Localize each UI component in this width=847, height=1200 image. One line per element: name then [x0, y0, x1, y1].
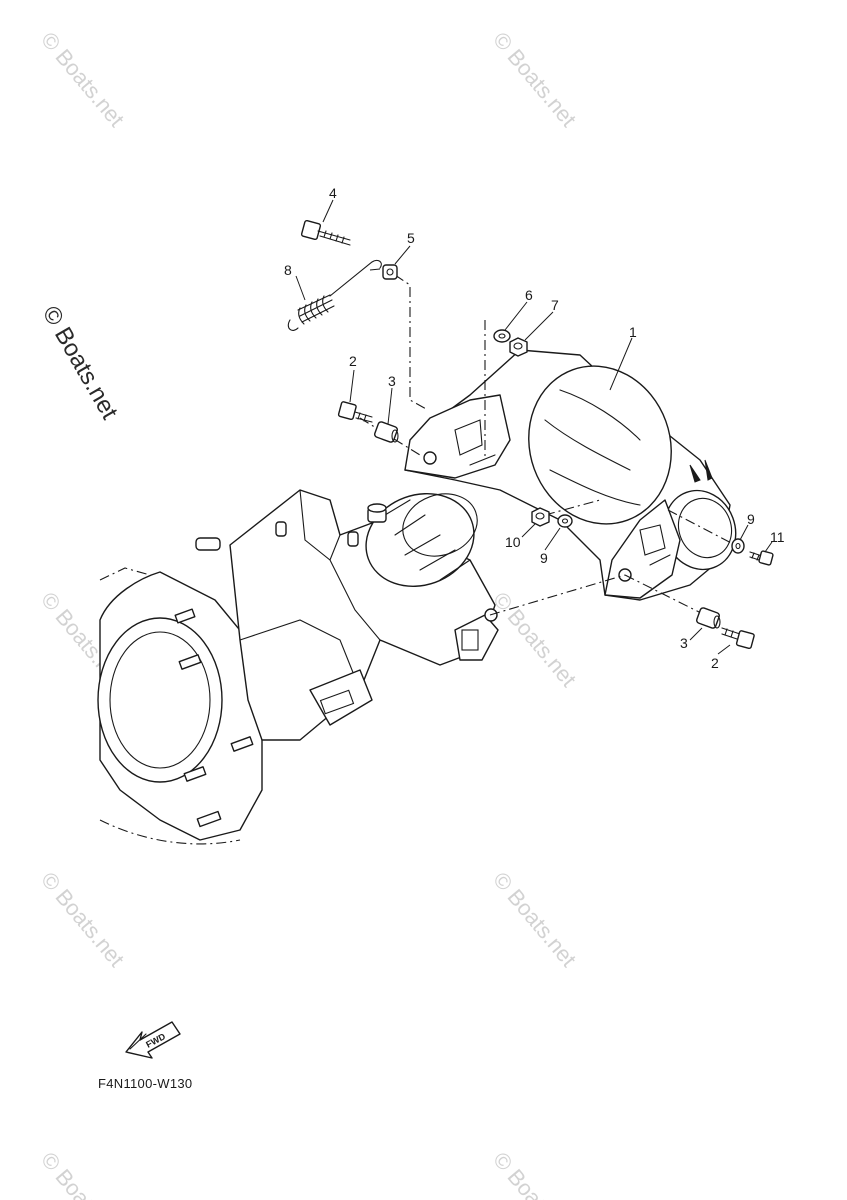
watermark-text: © Boats.net: [36, 1147, 129, 1200]
watermark-text: © Boats.net: [36, 27, 129, 131]
watermark-main: © Boats.net: [37, 302, 123, 425]
watermark-text: © Boats.net: [488, 27, 581, 131]
watermark-text: © Boats.net: [488, 587, 581, 691]
impeller-housing: [365, 493, 475, 587]
mount-block: [309, 669, 373, 726]
water-fitting: [347, 531, 359, 547]
deflector-bracket: [404, 394, 511, 479]
part-9-washer: [731, 538, 745, 554]
callout-3: 3: [680, 635, 688, 651]
watermark-text: © Boats.net: [36, 867, 129, 971]
part-4-bolt: [300, 219, 351, 246]
intake-bore: [97, 617, 223, 783]
callout-8: 8: [284, 262, 292, 278]
deflector-nozzle: [404, 349, 737, 601]
callout-7: 7: [551, 297, 559, 313]
callout-10: 10: [505, 534, 521, 550]
part-9-washer: [557, 514, 573, 528]
watermark-text: © Boats.net: [488, 1147, 581, 1200]
fwd-arrow-icon: FWD: [125, 1021, 181, 1059]
part-3-collar: [374, 421, 399, 443]
part-2-bolt: [721, 627, 755, 650]
callout-6: 6: [525, 287, 533, 303]
callout-3: 3: [388, 373, 396, 389]
part-3-collar: [696, 607, 721, 629]
part-7-nut: [509, 337, 528, 357]
mount-boss: [454, 614, 499, 661]
drawing-code: F4N1100-W130: [98, 1076, 192, 1091]
callout-4: 4: [329, 185, 337, 201]
part-5-grommet: [382, 264, 398, 280]
watermark-text: © Boats.net: [488, 867, 581, 971]
callout-9: 9: [747, 511, 755, 527]
part-2-bolt: [337, 401, 373, 423]
jet-pump-assembly: [97, 489, 499, 845]
callout-2: 2: [349, 353, 357, 369]
water-fitting: [275, 521, 287, 537]
leader-lines: [295, 199, 773, 655]
callouts: 4 5 8 6 7 1 2 3 9 11 10 9 3 2: [284, 185, 785, 671]
flange-studs: [174, 608, 254, 828]
part-10-nut: [531, 507, 550, 527]
callout-1: 1: [629, 324, 637, 340]
part-8-spring: [287, 259, 382, 331]
callout-2: 2: [711, 655, 719, 671]
callout-9: 9: [540, 550, 548, 566]
deflector-outlet: [528, 365, 672, 525]
water-fitting: [195, 537, 221, 551]
callout-5: 5: [407, 230, 415, 246]
callout-11: 11: [770, 529, 785, 545]
part-11-bolt: [749, 550, 774, 566]
part-6-washer: [493, 329, 511, 343]
